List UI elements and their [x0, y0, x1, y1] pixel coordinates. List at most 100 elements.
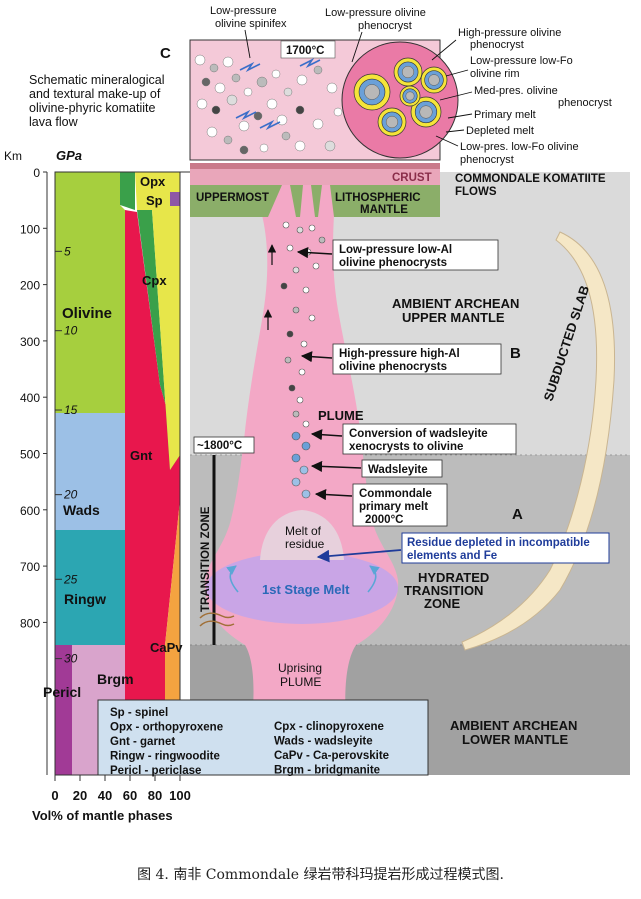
legend-item: Cpx - clinopyroxene — [274, 721, 384, 733]
km-axis-title: Km — [4, 149, 22, 163]
callout-conversion-2: xenocrysts to olivine — [349, 441, 463, 453]
label-capv: CaPv — [150, 640, 183, 655]
callout-primary-1: Commondale — [359, 488, 432, 500]
callout-depleted-melt: Depleted melt — [466, 125, 534, 137]
panel-c: C Schematic mineralogical and textural m… — [29, 5, 612, 166]
legend-item: Opx - orthopyroxene — [110, 722, 223, 734]
km-tick-label: 0 — [33, 166, 40, 180]
transition-zone-label: TRANSITION ZONE — [200, 506, 212, 612]
gpa-tick-label: 10 — [64, 324, 78, 338]
crust-label: CRUST — [392, 172, 432, 184]
letter-b: B — [510, 345, 521, 362]
ambient-upper-1: AMBIENT ARCHEAN — [392, 296, 519, 311]
callout-primary-3: 2000°C — [365, 514, 404, 526]
ambient-lower-1: AMBIENT ARCHEAN — [450, 718, 577, 733]
legend-item: CaPv - Ca-perovskite — [274, 750, 389, 762]
phase-opx-cap — [120, 172, 135, 210]
figure-caption: 图 4. 南非 Commondale 绿岩带科玛提岩形成过程模式图. — [137, 867, 504, 883]
callout-residue-2: elements and Fe — [407, 550, 497, 562]
lithospheric-label-2: MANTLE — [360, 204, 408, 216]
label-olivine: Olivine — [62, 305, 112, 322]
label-wads: Wads — [63, 502, 100, 518]
x-tick-label: 20 — [73, 788, 87, 803]
phase-gnt — [125, 210, 180, 700]
phase-opx — [120, 172, 180, 470]
legend-item: Pericl - periclase — [110, 765, 201, 777]
label-brgm: Brgm — [97, 671, 134, 687]
callout-highp-1: High-pressure high-Al — [339, 348, 460, 360]
x-tick-label: 100 — [169, 788, 191, 803]
callout-hp-pheno-1: High-pressure olivine — [458, 27, 561, 39]
callout-lowfo-pheno-1: Low-pres. low-Fo olivine — [460, 141, 579, 153]
km-tick-label: 200 — [20, 279, 40, 293]
legend-item: Brgm - bridgmanite — [274, 765, 380, 777]
callout-wadsleyite: Wadsleyite — [368, 464, 428, 476]
legend-item: Wads - wadsleyite — [274, 736, 373, 748]
hydrated-3: ZONE — [424, 596, 460, 611]
x-tick-label: 80 — [148, 788, 162, 803]
uprising-1: Uprising — [278, 661, 322, 675]
label-opx: Opx — [140, 174, 166, 189]
label-cpx: Cpx — [142, 273, 167, 288]
lithospheric-label-1: LITHOSPHERIC — [335, 192, 421, 204]
panel-c-desc-1: Schematic mineralogical — [29, 73, 164, 87]
melt-residue-1: Melt of — [285, 524, 322, 538]
gpa-tick-label: 25 — [63, 572, 78, 586]
km-tick-label: 100 — [20, 222, 40, 236]
gpa-tick-label: 20 — [63, 488, 78, 502]
callout-primary-2: primary melt — [359, 501, 428, 513]
km-tick-label: 800 — [20, 616, 40, 630]
plume-temp: ~1800°C — [197, 440, 242, 452]
lava-flow-crystals — [194, 54, 343, 155]
callout-med-pheno-1: Med-pres. olivine — [474, 85, 558, 97]
gpa-tick-label: 5 — [64, 244, 71, 258]
crust-layer — [190, 168, 440, 185]
callout-lowp-1: Low-pressure low-Al — [339, 244, 452, 256]
plume-label: PLUME — [318, 408, 364, 423]
label-pericl: Pericl — [43, 684, 81, 700]
magnified-crystals — [353, 57, 448, 137]
label-sp: Sp — [146, 193, 163, 208]
panel-c-desc-2: and textural make-up of — [29, 87, 161, 101]
callout-primary-melt: Primary melt — [474, 109, 536, 121]
km-tick-label: 600 — [20, 504, 40, 518]
callout-spinifex-1: Low-pressure — [210, 5, 277, 17]
lava-temp: 1700°C — [286, 45, 325, 57]
plume-olivine-crystals — [280, 221, 326, 499]
callout-lp-pheno-2: phenocryst — [358, 20, 412, 32]
km-tick-label: 300 — [20, 335, 40, 349]
komatiite-flows — [190, 163, 440, 169]
callout-lowp-2: olivine phenocrysts — [339, 257, 447, 269]
phase-wads — [55, 413, 125, 530]
uprising-2: PLUME — [280, 675, 321, 689]
phase-labels: Olivine Opx Sp Cpx Gnt Wads Ringw CaPv P… — [43, 174, 183, 700]
panel-c-desc-4: lava flow — [29, 115, 79, 129]
callout-lowfo-rim-2: olivine rim — [470, 68, 520, 80]
phase-sp — [170, 192, 180, 206]
gpa-tick-label: 15 — [64, 403, 78, 417]
lithospheric-mantle — [190, 185, 440, 217]
x-tick-label: 60 — [123, 788, 137, 803]
callout-hp-pheno-2: phenocryst — [470, 39, 524, 51]
legend-item: Gnt - garnet — [110, 736, 175, 748]
callout-lowfo-pheno-2: phenocryst — [460, 154, 514, 166]
legend-item: Ringw - ringwoodite — [110, 751, 220, 763]
x-tick-label: 0 — [51, 788, 58, 803]
km-tick-label: 500 — [20, 448, 40, 462]
km-tick-label: 700 — [20, 560, 40, 574]
callout-conversion-1: Conversion of wadsleyite — [349, 428, 488, 440]
panel-c-letter: C — [160, 45, 171, 62]
callout-lp-pheno-1: Low-pressure olivine — [325, 7, 426, 19]
x-axis-title: Vol% of mantle phases — [32, 808, 173, 823]
ambient-upper-2: UPPER MANTLE — [402, 310, 505, 325]
first-stage-melt — [206, 552, 398, 624]
x-tick-label: 40 — [98, 788, 112, 803]
legend-item: Sp - spinel — [110, 707, 168, 719]
callout-highp-2: olivine phenocrysts — [339, 361, 447, 373]
plume-callouts: Low-pressure low-Al olivine phenocrysts … — [296, 239, 610, 564]
komatiite-flows-2: FLOWS — [455, 186, 497, 198]
